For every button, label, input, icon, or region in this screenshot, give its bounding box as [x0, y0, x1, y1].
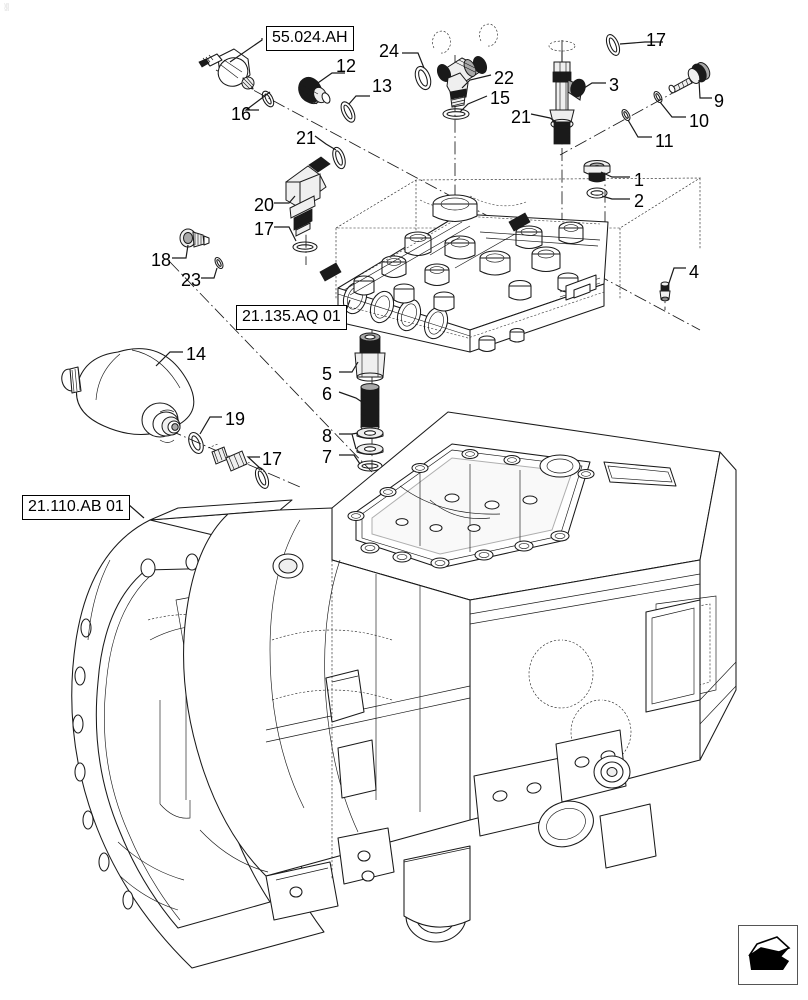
part-2-o-ring	[586, 187, 608, 199]
part-20-elbow-fitting	[285, 156, 331, 237]
part-21-left-o-ring	[332, 146, 346, 170]
callout-13: 13	[372, 76, 393, 96]
part-4-small-plug	[659, 281, 671, 302]
callout-4: 4	[689, 262, 700, 282]
callout-5: 5	[322, 364, 333, 384]
part-19-o-ring	[188, 431, 204, 455]
part-10-o-ring	[653, 90, 663, 104]
part-8-washers	[356, 427, 384, 456]
callout-16: 16	[231, 104, 252, 124]
callout-14: 14	[186, 344, 207, 364]
part-21-top-o-ring	[550, 118, 574, 130]
part-12-adapter-fitting	[298, 76, 331, 105]
part-6-compression-spring	[360, 383, 380, 431]
manifold-left-ports	[342, 281, 449, 340]
part-16-o-ring	[261, 90, 275, 108]
callout-17-mid: 17	[262, 449, 283, 469]
reference-box-21-135-aq-01[interactable]: 21.135.AQ 01	[236, 305, 347, 331]
corner-artifact-mark: ░	[4, 4, 9, 11]
part-18-plug	[179, 228, 210, 248]
orientation-arrow-logo	[738, 925, 798, 985]
part-24-o-ring	[414, 23, 498, 91]
part-13-o-ring	[340, 101, 356, 123]
callout-21-top: 21	[511, 107, 532, 127]
callout-1: 1	[634, 170, 645, 190]
arrow-icon	[739, 926, 797, 984]
reference-box-21-110-ab-01[interactable]: 21.110.AB 01	[22, 495, 130, 521]
part-accumulator-stud	[207, 443, 251, 472]
manifold-detail-lines	[337, 221, 605, 337]
callout-10: 10	[689, 111, 710, 131]
housing-bolt-holes	[347, 448, 595, 569]
part-3-bleed-valve	[548, 40, 586, 145]
part-17-mid-o-ring	[254, 467, 270, 489]
callout-21-left: 21	[296, 128, 317, 148]
callout-11: 11	[655, 131, 674, 151]
callout-24: 24	[379, 41, 400, 61]
manifold-spool-slots	[319, 212, 531, 282]
part-1-cap-plug	[583, 160, 611, 183]
part-22-tee-fitting	[436, 56, 488, 108]
callout-18: 18	[151, 250, 172, 270]
callout-15: 15	[490, 88, 511, 108]
callout-3: 3	[609, 75, 620, 95]
callout-23: 23	[181, 270, 202, 290]
part-valve-manifold-assembly	[319, 177, 702, 353]
part-9-screw-fitting	[668, 62, 711, 94]
callout-6: 6	[322, 384, 333, 404]
callout-19: 19	[225, 409, 246, 429]
callout-22: 22	[494, 68, 515, 88]
callout-12: 12	[336, 56, 357, 76]
callout-7: 7	[322, 447, 333, 467]
callout-17-left: 17	[254, 219, 275, 239]
callout-2: 2	[634, 191, 645, 211]
part-17-left-o-ring	[292, 241, 318, 253]
callout-17-top: 17	[646, 30, 667, 50]
part-speed-sensor-55-024-ah	[198, 48, 255, 90]
part-14-accumulator	[61, 348, 195, 443]
part-23-o-ring	[214, 256, 224, 270]
callout-9: 9	[714, 91, 725, 111]
part-11-o-ring	[621, 108, 631, 122]
part-5-relief-valve-body	[354, 332, 386, 382]
callout-8: 8	[322, 426, 333, 446]
reference-box-55-024-ah[interactable]: 55.024.AH	[266, 26, 354, 52]
callout-20: 20	[254, 195, 275, 215]
part-transmission-housing-21-110-ab-01	[71, 411, 737, 969]
part-15-o-ring	[442, 108, 470, 120]
manifold-stipple	[345, 195, 605, 339]
part-17-top-o-ring	[605, 34, 621, 56]
